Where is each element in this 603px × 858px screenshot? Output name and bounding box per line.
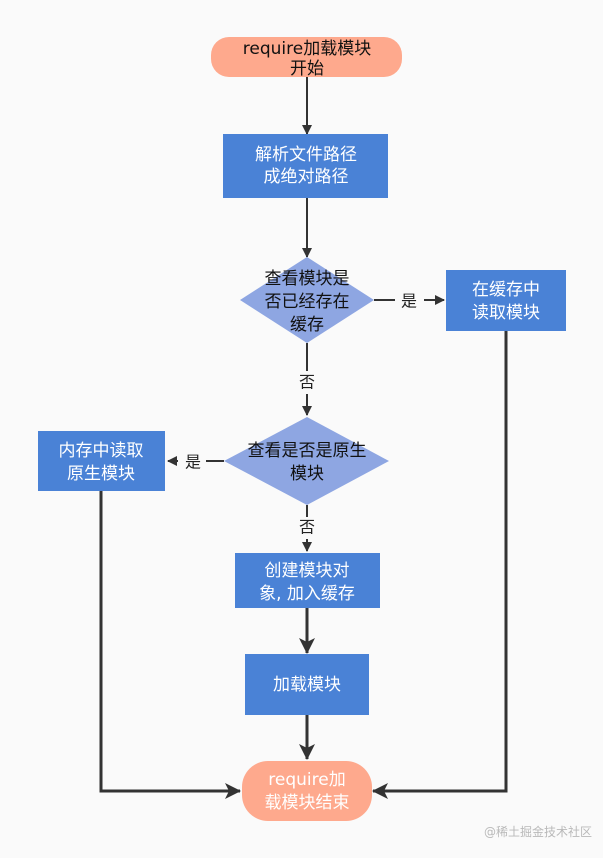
end-terminal-label-line1: require加 (268, 770, 345, 790)
resolve-path-label-line1: 解析文件路径 (255, 145, 357, 165)
create-module-shape (235, 553, 380, 608)
resolve-path-process: 解析文件路径 成绝对路径 (223, 134, 388, 198)
start-terminal-shape (211, 37, 402, 77)
check-cache-label-line1: 查看模块是 (265, 269, 350, 289)
read-native-label-line1: 内存中读取 (59, 441, 144, 461)
end-terminal-shape (242, 761, 372, 821)
start-terminal-label-line1: require加载模块 (243, 39, 371, 59)
create-module-label-line2: 象, 加入缓存 (259, 584, 355, 604)
resolve-path-label-line2: 成绝对路径 (264, 167, 349, 187)
read-native-label-line2: 原生模块 (67, 464, 135, 484)
edge-label-cache-yes: 是 (401, 292, 417, 311)
read-cache-shape (446, 270, 566, 331)
edge-read-cache-to-end (372, 331, 508, 799)
resolve-path-shape (223, 134, 388, 198)
create-module-label-line1: 创建模块对 (265, 561, 350, 581)
edge-label-native-yes: 是 (185, 453, 201, 472)
read-native-shape (38, 431, 165, 491)
read-native-process: 内存中读取 原生模块 (38, 431, 165, 491)
check-native-shape (224, 417, 389, 505)
start-terminal-label-line2: 开始 (290, 59, 324, 79)
start-terminal: require加载模块 开始 (211, 37, 402, 79)
check-cache-label-line3: 缓存 (290, 315, 324, 335)
check-native-label-line2: 模块 (290, 464, 324, 484)
check-native-decision: 查看是否是原生 模块 (224, 417, 389, 505)
read-cache-process: 在缓存中 读取模块 (446, 270, 566, 331)
check-cache-shape (240, 257, 374, 343)
read-cache-label-line2: 读取模块 (472, 303, 540, 323)
load-module-label: 加载模块 (273, 675, 341, 695)
check-cache-label-line2: 否已经存在 (265, 292, 350, 312)
edge-read-native-to-end (99, 491, 241, 799)
edges (99, 77, 508, 799)
read-cache-label-line1: 在缓存中 (472, 280, 540, 300)
end-terminal: require加 载模块结束 (242, 761, 372, 821)
load-module-process: 加载模块 (245, 654, 369, 715)
check-cache-decision: 查看模块是 否已经存在 缓存 (240, 257, 374, 343)
load-module-shape (245, 654, 369, 715)
watermark-text: @稀土掘金技术社区 (484, 824, 592, 839)
create-module-process: 创建模块对 象, 加入缓存 (235, 553, 380, 608)
edge-label-cache-no: 否 (299, 373, 315, 392)
edge-label-native-no: 否 (299, 518, 315, 537)
end-terminal-label-line2: 载模块结束 (265, 793, 350, 813)
check-native-label-line1: 查看是否是原生 (248, 441, 367, 461)
